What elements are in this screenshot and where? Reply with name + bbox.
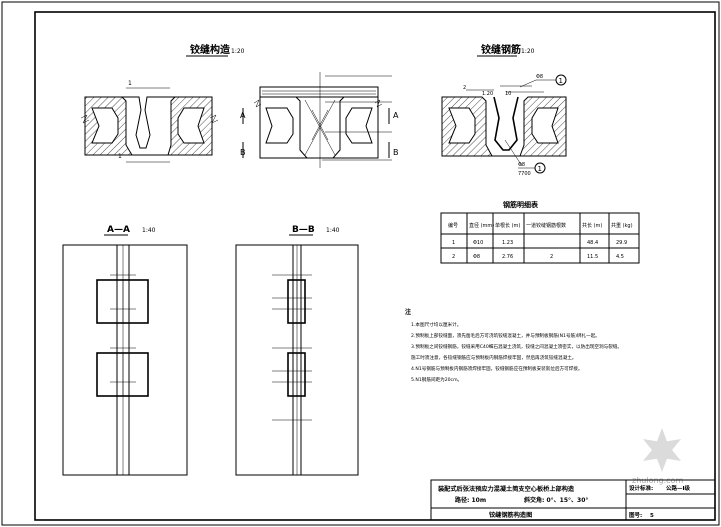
cell-r2-len: 2.76 — [502, 254, 513, 260]
th-len: 单根长 (m) — [495, 222, 520, 229]
cut-label-a-top: A — [240, 111, 246, 120]
hinge-joint-title: 铰缝构造 — [190, 43, 231, 56]
design-standard-value: 公路—I级 — [666, 484, 691, 492]
dim-right: 10 — [505, 91, 511, 97]
watermark-logo: zhulong.com — [632, 428, 683, 485]
slab-middle — [259, 96, 379, 159]
note-4: 4.N1号钢筋与预制板内钢筋须焊接牢固，铰缝钢筋应在预制板安装就位后方可焊接。 — [411, 365, 583, 372]
rebar-table-title: 钢筋明细表 — [503, 200, 539, 209]
notes-heading: 注 — [405, 308, 411, 316]
cell-r1-no: 1 — [452, 240, 455, 246]
project-span: 路径: 10m — [455, 496, 486, 504]
section-bb-title: B—B — [292, 225, 315, 235]
cut-label-b-top: B — [240, 148, 246, 157]
cut-label-a-bottom: A — [393, 111, 399, 120]
project-skew: 斜交角: 0°、15°、30° — [523, 496, 588, 504]
hinge-rebar-detail: 铰缝钢筋 1:20 2 1.20 10 Φ8 1 Φ8 7700 1 — [441, 43, 567, 177]
note-3: 3.预制板之间铰缝钢筋，铰缝采用C40细石混凝土浇筑，铰缝之间混凝土须密实，以防… — [411, 343, 622, 350]
th-total-len: 共长 (m) — [582, 222, 602, 229]
cell-r2-weight: 4.5 — [616, 254, 624, 260]
cell-r2-dia: Φ8 — [473, 254, 480, 260]
rebar-shape — [493, 96, 519, 151]
slab-body-left — [84, 96, 213, 156]
cell-r2-total: 11.5 — [587, 254, 598, 260]
callout-top: 1 — [559, 77, 563, 85]
hinge-joint-scale: 1:20 — [231, 48, 245, 55]
callout-bottom: 1 — [538, 165, 542, 173]
dim-mid: 1.20 — [482, 91, 493, 97]
title-block: 装配式后张法预应力混凝土简支空心板桥上部构造 路径: 10m 斜交角: 0°、1… — [430, 479, 716, 521]
cell-r2-no: 2 — [452, 254, 455, 260]
cell-r1-total: 48.4 — [587, 240, 598, 246]
drawing-no-label: 图号: — [629, 511, 642, 519]
hinge-outline — [122, 96, 175, 149]
section-aa-scale: 1:40 — [142, 227, 156, 234]
bar-top-spec: Φ8 — [536, 74, 543, 80]
cell-r2-count: 2 — [550, 254, 553, 260]
hinge-plan-detail: A A B B — [240, 72, 399, 168]
section-bb-scale: 1:40 — [326, 227, 340, 234]
note-3-cont: 施工时须注意，各铰缝钢筋应与预制板内钢筋焊接牢固，然后再浇筑铰缝混凝土。 — [411, 354, 576, 361]
slab-body-right — [441, 96, 567, 157]
drawing-name: 铰缝钢筋构造图 — [489, 511, 532, 519]
project-title: 装配式后张法预应力混凝土简支空心板桥上部构造 — [437, 485, 575, 493]
notes: 注 1.本图尺寸均以厘米计。 2.预制板上部铰缝面，须先凿毛后方可浇筑铰缝混凝土… — [405, 308, 622, 383]
bar-bottom-spec: Φ8 — [518, 162, 525, 168]
th-no: 编号 — [448, 222, 458, 229]
section-a-a: A—A 1:40 — [62, 225, 188, 476]
th-dia: 直径 (mm) — [469, 222, 494, 229]
bar-bottom-spacing: 7700 — [518, 171, 531, 177]
section-b-b: B—B 1:40 — [235, 225, 359, 476]
rebar-schedule: 钢筋明细表 编号 直径 (mm) 单根长 (m) 一道铰缝钢筋根数 共长 (m)… — [440, 200, 640, 264]
design-standard-label: 设计标准: — [629, 484, 653, 492]
hinge-rebar-title: 铰缝钢筋 — [481, 43, 521, 56]
callout-circle-top — [555, 74, 567, 86]
cell-r1-len: 1.23 — [502, 240, 513, 246]
drawing-frame — [34, 11, 716, 521]
hinge-bottom-label: 1 — [118, 153, 122, 160]
note-1: 1.本图尺寸均以厘米计。 — [411, 321, 461, 328]
drawing-no-value: 5 — [650, 513, 654, 519]
note-5: 5.N1钢筋间距为20cm。 — [411, 376, 462, 383]
dim-left: 2 — [463, 85, 466, 91]
hinge-top-label: 1 — [128, 80, 132, 87]
note-2: 2.预制板上部铰缝面，须先凿毛后方可浇筑铰缝混凝土，并与预制板钢筋(N1号筋)绑… — [411, 332, 600, 339]
th-count: 一道铰缝钢筋根数 — [526, 222, 566, 229]
hinge-rebar-scale: 1:20 — [521, 48, 535, 55]
cell-r1-weight: 29.9 — [616, 240, 627, 246]
section-aa-title: A—A — [107, 225, 130, 235]
callout-circle-bottom — [534, 162, 546, 174]
th-weight: 共重 (kg) — [611, 222, 633, 229]
cell-r1-dia: Φ10 — [473, 240, 483, 246]
cut-label-b-bottom: B — [393, 148, 399, 157]
hinge-joint-detail: 铰缝构造 1:20 1 1 — [80, 43, 245, 163]
